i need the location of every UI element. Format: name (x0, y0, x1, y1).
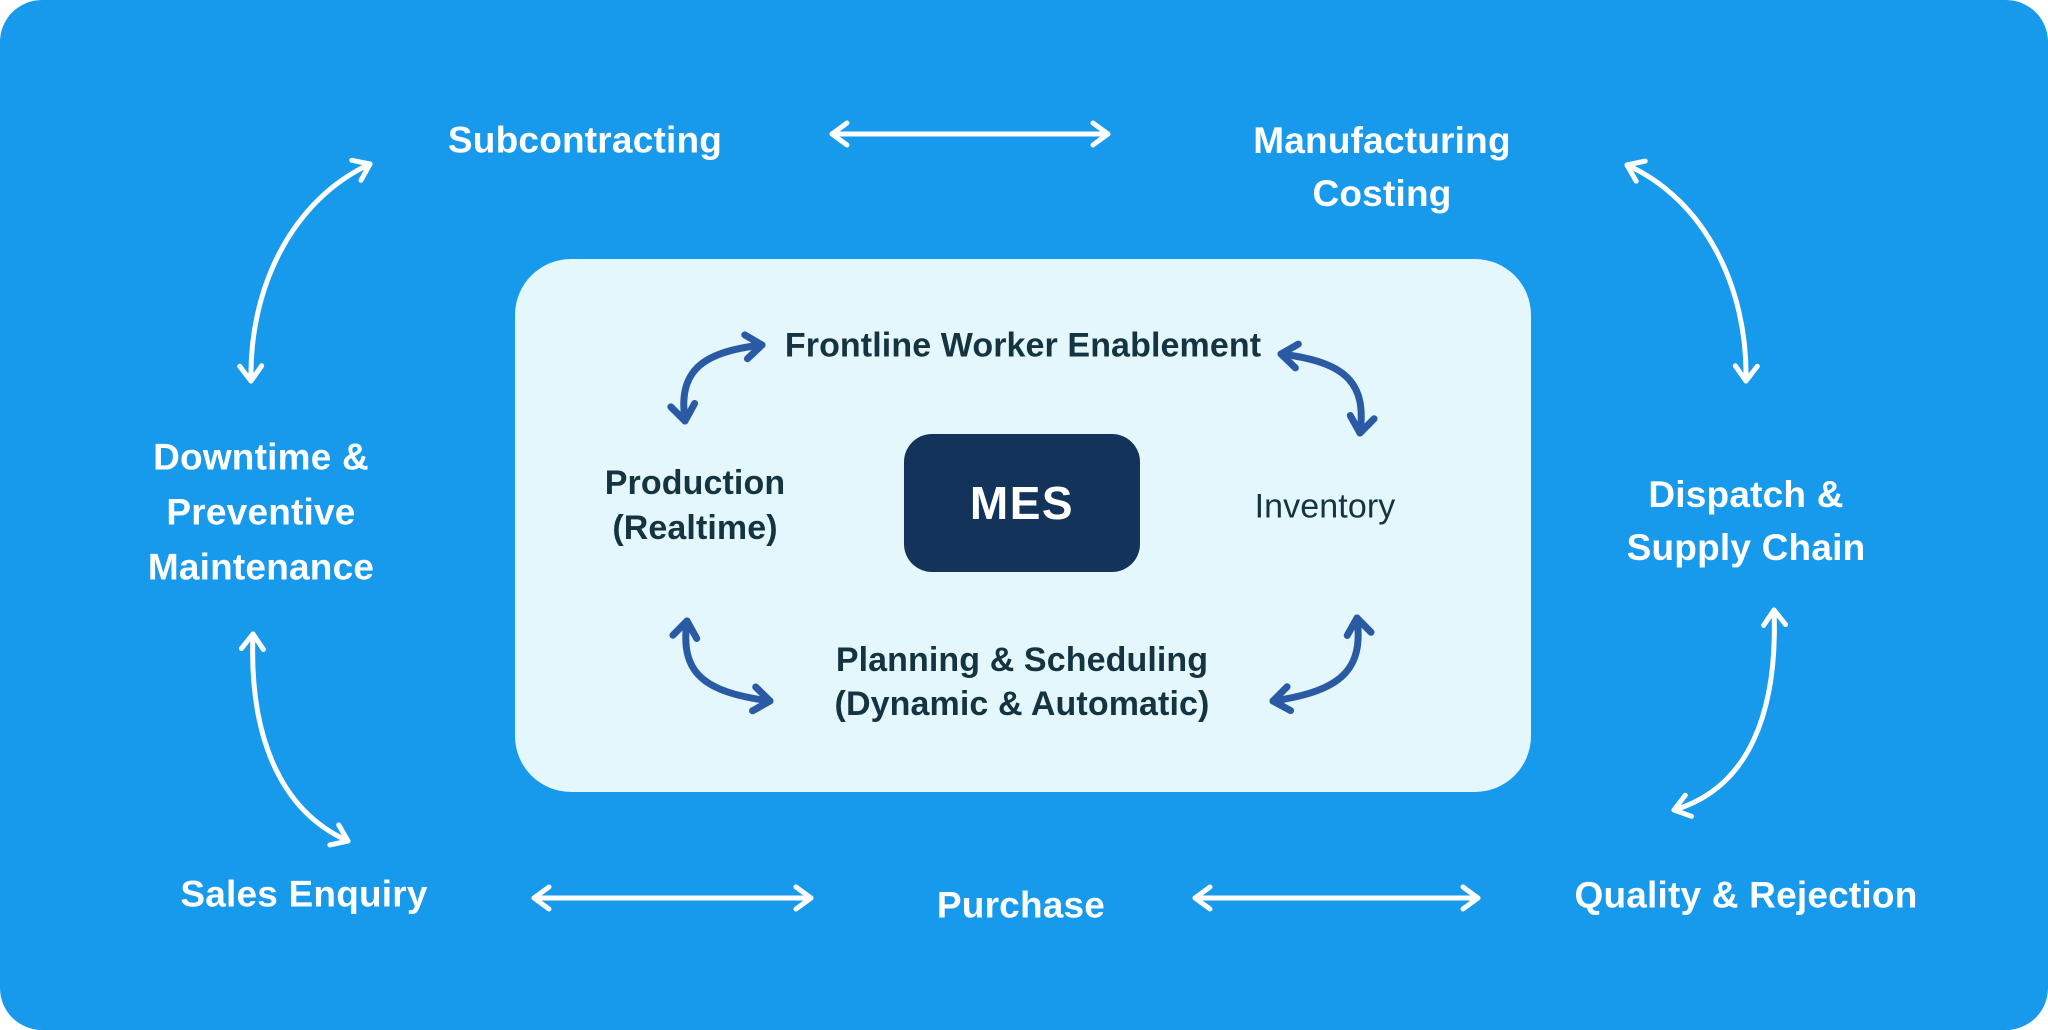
label-dispatch-supply-chain: Dispatch & Supply Chain (1626, 474, 1866, 568)
arrow-dispatch-quality-rejection (1671, 607, 1789, 819)
mes-box: MES (904, 434, 1140, 572)
label-sales-enquiry: Sales Enquiry (180, 873, 428, 915)
label-frontline-worker-enablement: Frontline Worker Enablement (784, 326, 1262, 365)
label-planning-scheduling: Planning & Scheduling (Dynamic & Automat… (834, 641, 1210, 723)
label-quality-rejection: Quality & Rejection (1574, 874, 1918, 916)
label-downtime-preventive-maintenance: Downtime & Preventive Maintenance (147, 436, 375, 588)
label-subcontracting: Subcontracting (447, 119, 723, 161)
mes-box-label: MES (969, 477, 1075, 529)
label-production-realtime: Production (Realtime) (604, 464, 786, 547)
label-manufacturing-costing: Manufacturing Costing (1253, 120, 1511, 214)
label-purchase: Purchase (936, 884, 1106, 926)
arrow-downtime-sales-enquiry (238, 631, 351, 848)
arrow-downtime-subcontracting (237, 157, 373, 384)
arrow-manufacturing-costing-dispatch (1624, 158, 1760, 384)
label-inventory: Inventory (1254, 487, 1396, 526)
